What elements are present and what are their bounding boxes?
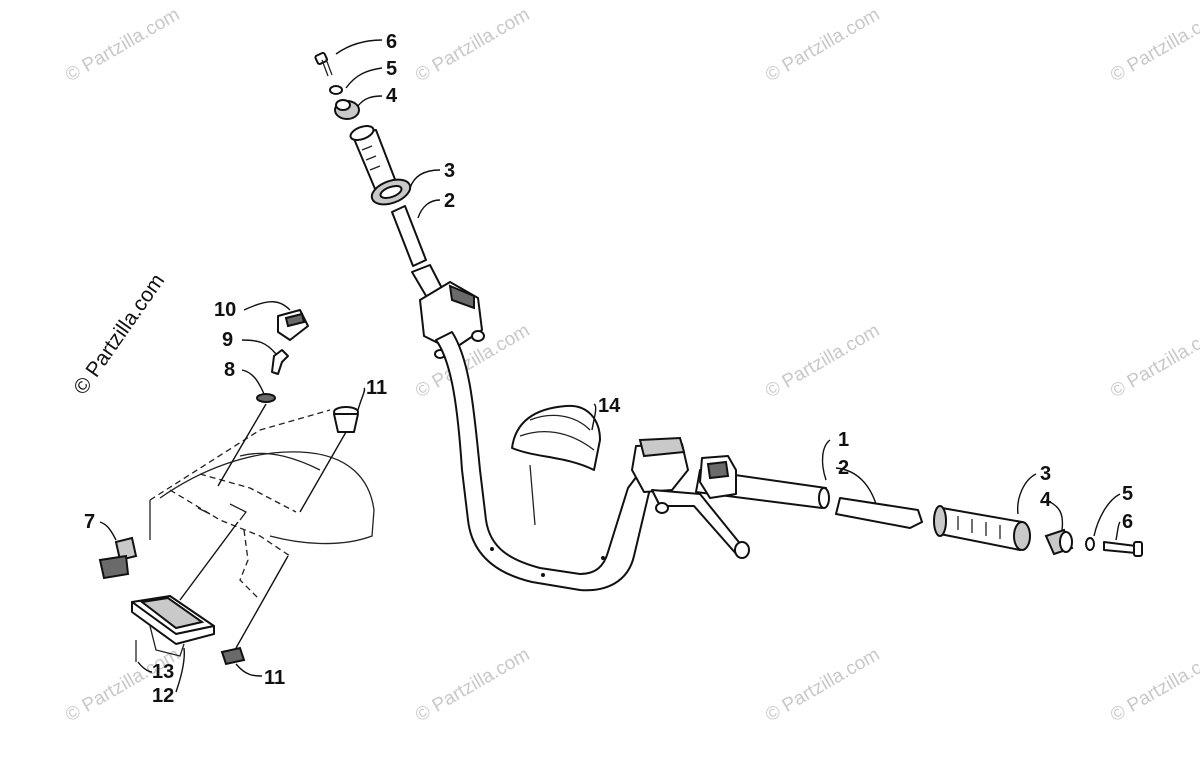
left-end-cap (334, 99, 360, 120)
right-grip (933, 505, 1031, 551)
handlebar-pad (511, 404, 601, 471)
callout-right-sleeve: 2 (838, 457, 849, 479)
right-bar-sleeve (835, 497, 923, 529)
plug-top (333, 406, 359, 433)
left-bar-sleeve (391, 205, 427, 267)
key-cap (277, 309, 309, 341)
callout-leaders (99, 39, 1121, 693)
callout-screw: 13 (152, 661, 174, 683)
right-switch-housing (699, 455, 737, 499)
brake-master-cylinder (631, 436, 750, 559)
callout-labels: 6 5 4 3 2 14 1 2 3 4 5 6 10 9 8 11 7 13 … (84, 31, 1133, 707)
right-washer (1085, 537, 1095, 551)
left-bolt (314, 51, 333, 77)
key (271, 349, 289, 375)
watermark-text: © Partzilla.com (762, 320, 883, 402)
left-grip-assembly (314, 51, 427, 267)
watermark-text: © Partzilla.com (412, 644, 533, 726)
left-washer (329, 85, 343, 95)
switch (98, 536, 138, 580)
plate (131, 595, 215, 657)
callout-right-bolt: 6 (1122, 511, 1133, 533)
callout-grommet: 8 (224, 359, 235, 381)
callout-plug-top: 11 (366, 377, 387, 399)
watermark-text: © Partzilla.com (412, 4, 533, 86)
watermark-text: © Partzilla.com (762, 644, 883, 726)
watermark-text: © Partzilla.com (1107, 4, 1200, 86)
callout-switch: 7 (84, 511, 95, 533)
main-watermark: © Partzilla.com (69, 270, 169, 399)
watermark-text: © Partzilla.com (1107, 320, 1200, 402)
callout-right-grip: 3 (1040, 463, 1051, 485)
watermark-text: © Partzilla.com (62, 4, 183, 86)
callout-left-end-cap: 4 (386, 85, 398, 107)
callout-plug-bottom: 11 (264, 667, 285, 689)
callout-left-sleeve: 2 (444, 190, 455, 212)
watermark-text: © Partzilla.com (1107, 644, 1200, 726)
callout-left-bolt: 6 (386, 31, 397, 53)
callout-right-end-cap: 4 (1040, 489, 1052, 511)
callout-left-washer: 5 (386, 58, 397, 80)
callout-pad: 14 (598, 395, 621, 417)
right-bolt (1103, 541, 1143, 557)
right-end-cap (1044, 528, 1074, 556)
watermark-text: © Partzilla.com (762, 4, 883, 86)
handlebar (411, 264, 830, 592)
left-grip (349, 125, 412, 206)
plug-bottom (220, 646, 246, 666)
grommet (256, 393, 276, 403)
callout-plate: 12 (152, 685, 174, 707)
callout-key-cap: 10 (214, 299, 236, 321)
callout-right-washer: 5 (1122, 483, 1133, 505)
left-switch-housing (419, 281, 485, 359)
callout-left-grip: 3 (444, 160, 455, 182)
ignition-pod (98, 309, 375, 666)
callout-handlebar: 1 (838, 429, 849, 451)
right-grip-assembly (835, 497, 1143, 557)
callout-key: 9 (222, 329, 233, 351)
